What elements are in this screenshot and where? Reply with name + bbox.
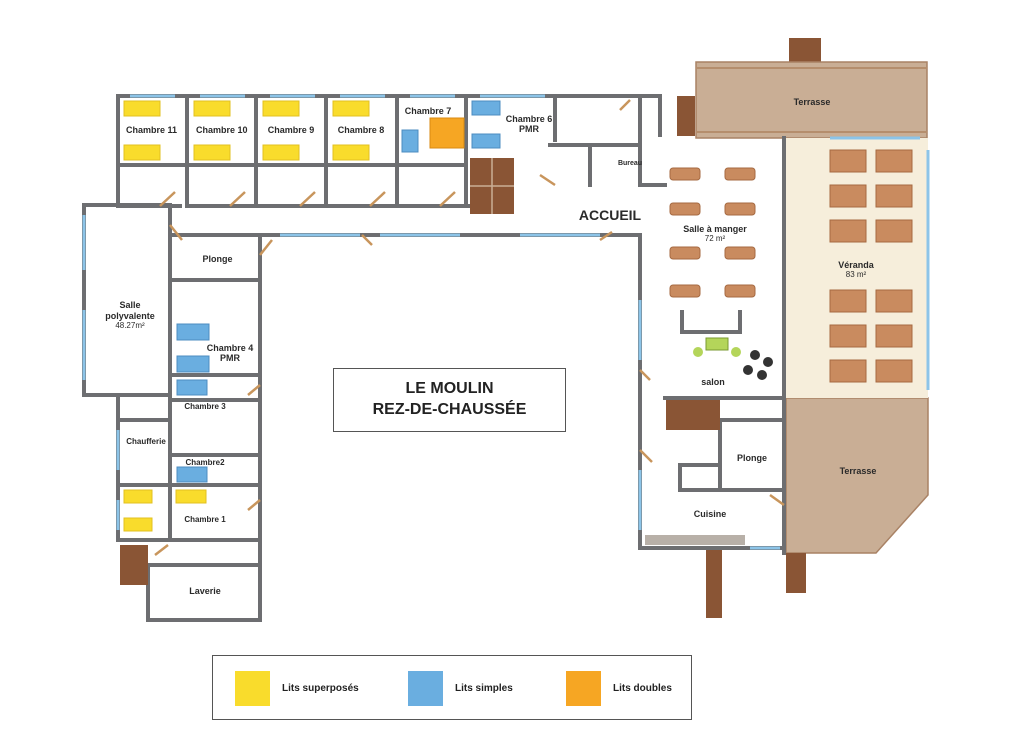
- legend-swatch-lits-superposes: [235, 671, 270, 706]
- room-label-cuisine: Cuisine: [693, 509, 727, 519]
- room-label-salle-a-manger: Salle à manger 72 m²: [670, 224, 760, 244]
- room-label-accueil: ACCUEIL: [578, 207, 642, 223]
- room-label-chambre-7: Chambre 7: [404, 106, 452, 116]
- legend-item-lits-superposes: Lits superposés: [235, 671, 359, 706]
- beds-single: [176, 100, 501, 483]
- room-label-chaufferie: Chaufferie: [126, 437, 166, 446]
- room-label-terrasse-bottom: Terrasse: [839, 466, 877, 476]
- room-label-chambre-6-name: Chambre 6: [505, 114, 553, 124]
- room-label-salle-polyvalente: Salle polyvalente 48.27m²: [98, 290, 162, 341]
- chambre-4-sub: PMR: [220, 353, 240, 364]
- room-label-chambre-11: Chambre 11: [126, 125, 178, 135]
- room-label-salon: salon: [701, 377, 725, 387]
- doors: [154, 99, 785, 556]
- chambre-4-name: Chambre 4: [206, 343, 254, 353]
- room-label-chambre-9: Chambre 9: [267, 125, 315, 135]
- plan-title-line-1: LE MOULIN: [405, 380, 494, 398]
- legend-label-lits-superposes: Lits superposés: [282, 683, 359, 694]
- legend-item-lits-doubles: Lits doubles: [566, 671, 672, 706]
- room-label-chambre-6-sub: PMR: [519, 124, 539, 135]
- legend-swatch-lits-doubles: [566, 671, 601, 706]
- terrace-top: [677, 38, 928, 139]
- salle-a-manger-name: Salle à manger: [683, 224, 747, 234]
- room-label-laverie: Laverie: [189, 586, 221, 596]
- veranda-area: 83 m²: [845, 270, 867, 280]
- room-label-chambre-2: Chambre2: [185, 458, 225, 467]
- plan-title: LE MOULIN REZ-DE-CHAUSSÉE: [333, 368, 566, 432]
- kitchen-counter: [645, 535, 745, 545]
- windows: [82, 94, 930, 550]
- beds-bunk: [123, 100, 370, 532]
- room-label-veranda: Véranda 83 m²: [830, 260, 882, 280]
- dining-tables: [669, 167, 756, 298]
- salle-polyvalente-area: 48.27m²: [115, 321, 145, 331]
- room-label-bureau: Bureau: [617, 160, 643, 167]
- plan-title-line-2: REZ-DE-CHAUSSÉE: [372, 401, 527, 418]
- legend-item-lits-simples: Lits simples: [408, 671, 513, 706]
- legend-label-lits-simples: Lits simples: [455, 683, 513, 694]
- staircases: [120, 158, 720, 585]
- room-label-chambre-10: Chambre 10: [196, 125, 248, 135]
- room-label-chambre-6: Chambre 6 PMR: [505, 114, 553, 135]
- legend-swatch-lits-simples: [408, 671, 443, 706]
- veranda-name: Véranda: [838, 260, 874, 270]
- salle-a-manger-area: 72 m²: [704, 234, 726, 244]
- terrace-bottom: [706, 397, 929, 618]
- room-label-chambre-3: Chambre 3: [184, 402, 226, 411]
- room-label-plonge-left: Plonge: [202, 254, 233, 264]
- legend: Lits superposés Lits simples Lits double…: [212, 655, 692, 720]
- room-label-plonge-right: Plonge: [736, 453, 767, 463]
- beds-double: [429, 117, 465, 149]
- room-label-chambre-1: Chambre 1: [184, 515, 226, 524]
- salon-furniture: [693, 337, 773, 380]
- salle-polyvalente-name: Salle polyvalente: [105, 300, 155, 321]
- veranda-floor: [784, 138, 928, 398]
- legend-label-lits-doubles: Lits doubles: [613, 683, 672, 694]
- room-label-terrasse-top: Terrasse: [793, 97, 831, 107]
- room-label-chambre-4: Chambre 4 PMR: [205, 343, 255, 364]
- room-label-chambre-8: Chambre 8: [337, 125, 385, 135]
- veranda-tables: [829, 149, 913, 383]
